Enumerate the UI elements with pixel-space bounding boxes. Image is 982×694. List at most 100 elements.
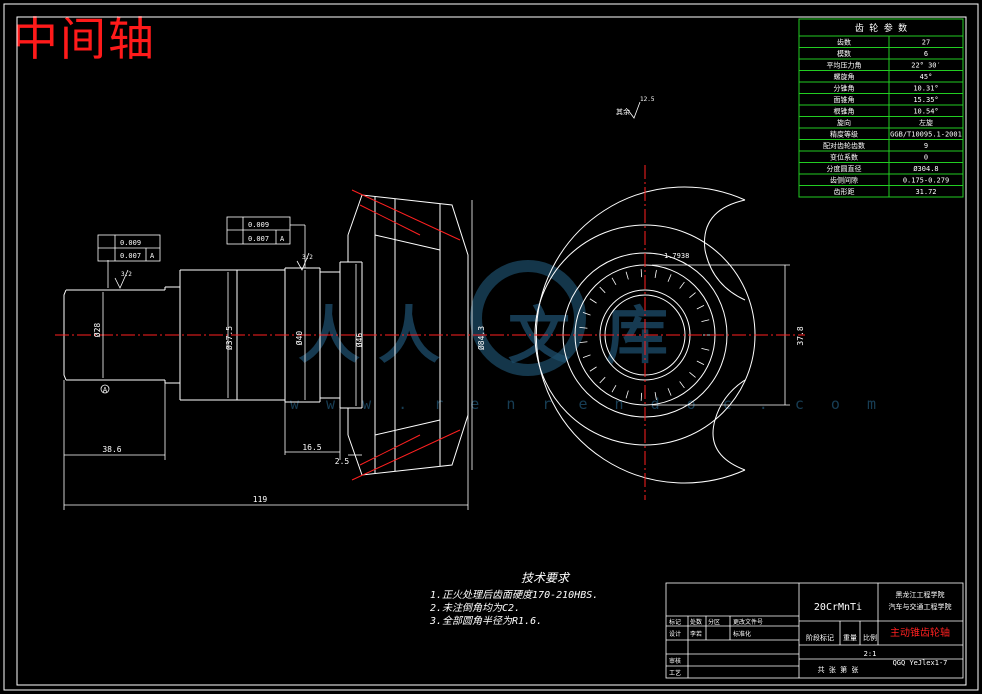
- param-label: 旋向: [837, 118, 851, 127]
- tb-part-name: 主动锥齿轮轴: [890, 626, 950, 639]
- param-value: 6: [924, 50, 928, 58]
- spline-tooth: [701, 319, 710, 323]
- tol1-row2: 0.007: [120, 252, 141, 260]
- spline-tooth: [654, 269, 657, 278]
- tb-chushu: 处数: [690, 618, 702, 626]
- param-label: 分锥角: [834, 84, 855, 93]
- tb-gongyi: 工艺: [669, 669, 681, 677]
- tolerance-frame-2: [226, 216, 306, 268]
- dim-d-mid: Ø37.5: [224, 326, 234, 350]
- param-label: 平均压力角: [827, 61, 862, 70]
- param-label: 齿形距: [834, 188, 855, 196]
- dim-chamfer: 2.5: [335, 457, 350, 466]
- param-value: 左旋: [919, 118, 933, 127]
- param-value: 45°: [920, 73, 933, 81]
- inner-border: [16, 16, 967, 686]
- roughness-other-val: 12.5: [640, 96, 655, 103]
- param-value: 9: [924, 142, 928, 150]
- dim-total-length: 119: [253, 495, 268, 504]
- tol2-row1: 0.009: [248, 221, 269, 229]
- param-label: 模数: [837, 49, 851, 58]
- spline-tooth: [589, 366, 597, 372]
- roughness-marks: [114, 101, 641, 289]
- tb-school-1: 黑龙江工程学院: [896, 590, 945, 599]
- param-value: 15.35°: [913, 96, 938, 104]
- spline-tooth: [582, 312, 591, 316]
- spline-tooth: [579, 326, 588, 329]
- spline-tooth: [667, 274, 672, 282]
- tolerance-frame-1: [97, 234, 161, 288]
- spline-tooth: [689, 371, 696, 378]
- spline-tooth: [696, 305, 705, 310]
- param-table-header: 齿 轮 参 数: [855, 22, 907, 34]
- tech-req-item-1: 1.正火处理后齿面硬度170-210HBS.: [430, 589, 598, 601]
- datum-label: A: [103, 386, 108, 394]
- dimension-lines: [63, 200, 790, 510]
- param-value: 22° 30′: [911, 62, 941, 70]
- tb-gongzhang: 共 张 第 张: [818, 665, 859, 674]
- param-label: 根锥角: [834, 107, 855, 116]
- tech-req-item-2: 2.未注倒角均为C2.: [430, 602, 520, 614]
- param-value: 10.54°: [913, 108, 938, 116]
- roughness-2: 3.2: [302, 254, 313, 261]
- tb-shenhe: 审核: [669, 657, 681, 665]
- spline-tooth: [611, 385, 617, 393]
- tb-bili: 比例: [863, 633, 877, 642]
- param-label: 齿数: [837, 38, 851, 47]
- title-block-lines: [665, 582, 964, 679]
- spline-tooth: [579, 341, 588, 344]
- tb-drawing-no: QGQ YeJlex1-7: [893, 659, 948, 667]
- roughness-other-label: 其余: [616, 107, 630, 116]
- tol2-ref: A: [280, 235, 285, 243]
- dim-mid-seg: 16.5: [302, 443, 321, 452]
- dim-d-left: Ø28: [92, 323, 102, 338]
- param-label: 齿侧间隙: [830, 176, 858, 185]
- param-label: 分度圆直径: [827, 164, 862, 173]
- spline-tooth: [701, 347, 710, 351]
- param-label: 变位系数: [830, 153, 858, 162]
- dim-spline: 1.7938: [664, 252, 689, 260]
- drawing-title: 中间轴: [12, 12, 156, 66]
- param-value: GGB/T10095.1-2001: [890, 131, 962, 139]
- param-value: 10.31°: [913, 85, 938, 93]
- param-value: 0.175-0.279: [903, 177, 949, 185]
- tech-req-item-3: 3.全部圆角半径为R1.6.: [429, 615, 542, 627]
- dim-d-flange: Ø46: [354, 333, 364, 348]
- tb-scale: 2:1: [864, 650, 877, 658]
- spline-tooth: [625, 271, 629, 280]
- watermark-url: w w w . r e n r e n d o c . c o m: [290, 395, 886, 413]
- tb-material: 20CrMnTi: [814, 602, 862, 613]
- watermark-circle: [470, 260, 586, 376]
- tb-xianglan: 李若: [690, 630, 702, 638]
- spline-tooth: [696, 360, 705, 365]
- param-label: 面锥角: [834, 95, 855, 104]
- tb-school-2: 汽车与交通工程学院: [889, 602, 952, 611]
- tol1-row1: 0.009: [120, 239, 141, 247]
- spline-tooth: [679, 281, 685, 289]
- dim-d-gear: Ø84.3: [476, 326, 486, 350]
- param-value: 0: [924, 154, 928, 162]
- tol2-row2: 0.007: [248, 235, 269, 243]
- spline-tooth: [582, 354, 591, 358]
- spline-tooth: [689, 292, 696, 299]
- param-label: 精度等级: [830, 130, 858, 139]
- end-view-centerlines: [490, 165, 805, 500]
- spline-tooth: [599, 376, 606, 384]
- param-label: 配对齿轮齿数: [823, 141, 865, 150]
- tol1-ref: A: [150, 252, 155, 260]
- tb-jieduan: 阶段标记: [806, 633, 834, 642]
- dim-right: 37.8: [796, 326, 805, 345]
- tb-biaozhunhua: 标准化: [733, 630, 751, 638]
- spline-tooth: [625, 390, 629, 399]
- datum-circle: [100, 384, 110, 394]
- param-value: 27: [922, 39, 930, 47]
- roughness-1: 3.2: [121, 271, 132, 278]
- spline-tooth: [679, 381, 685, 389]
- spline-tooth: [611, 277, 617, 285]
- dim-d-step: Ø40: [294, 331, 304, 346]
- param-value: 31.72: [915, 188, 936, 196]
- gear-pitch-lines: [351, 189, 461, 481]
- outer-border: [3, 3, 979, 691]
